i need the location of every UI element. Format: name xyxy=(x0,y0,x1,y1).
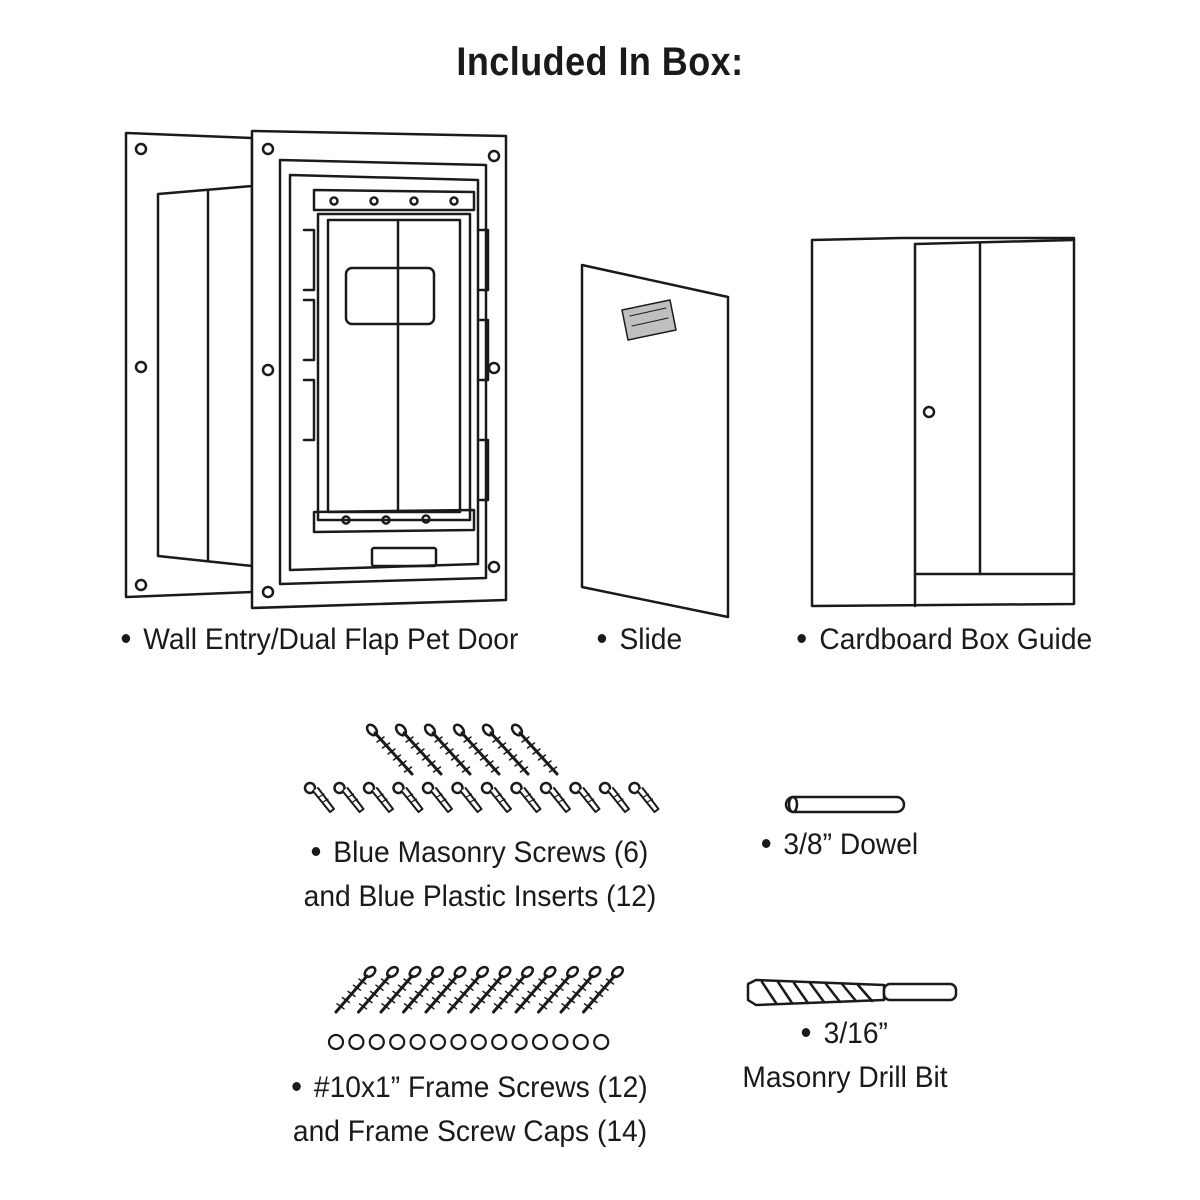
frame-screw xyxy=(447,965,490,1014)
pet-door-illustration xyxy=(124,129,508,610)
plastic-insert xyxy=(598,781,630,813)
plastic-insert xyxy=(628,781,660,813)
frame-screw-cap xyxy=(531,1033,549,1051)
frame-screw-cap xyxy=(368,1033,385,1051)
frame-screw-cap xyxy=(327,1033,345,1051)
plastic-insert xyxy=(392,781,424,813)
slide-illustration xyxy=(580,263,730,619)
dowel-illustration xyxy=(784,795,906,814)
frame-screw-cap xyxy=(348,1033,365,1051)
frame-screw-cap xyxy=(593,1033,610,1051)
frame-screw-cap xyxy=(572,1033,589,1051)
plastic-insert xyxy=(451,781,483,813)
plastic-insert xyxy=(362,781,394,813)
bullet-icon xyxy=(292,1081,301,1091)
frame-screw-cap xyxy=(552,1033,569,1051)
bullet-icon xyxy=(121,633,131,643)
frame-screw xyxy=(514,965,557,1014)
label-box-guide: Cardboard Box Guide xyxy=(781,618,1110,662)
masonry-screw xyxy=(452,723,501,776)
frame-screws-illustration xyxy=(334,965,625,1014)
drill-bit-illustration xyxy=(746,978,958,1007)
box-guide-illustration xyxy=(810,236,1076,608)
label-frame-screws: #10x1” Frame Screws (12) and Frame Screw… xyxy=(292,1071,648,1148)
bullet-icon xyxy=(597,633,607,643)
bullet-icon xyxy=(761,838,771,848)
label-slide: Slide xyxy=(574,618,706,662)
plastic-insert xyxy=(333,781,365,813)
plastic-insert xyxy=(510,781,542,813)
frame-screw-cap xyxy=(470,1033,487,1051)
frame-screw-cap xyxy=(450,1033,467,1051)
frame-screw xyxy=(424,965,467,1014)
plastic-insert xyxy=(569,781,601,813)
masonry-screw xyxy=(365,723,414,776)
frame-screw-cap xyxy=(409,1033,426,1051)
bullet-icon xyxy=(802,1027,811,1037)
bullet-icon xyxy=(311,846,321,856)
frame-screw-cap xyxy=(429,1033,447,1051)
label-dowel: 3/8” Dowel xyxy=(732,823,948,867)
page-title: Included In Box: xyxy=(456,40,744,84)
plastic-insert xyxy=(421,781,453,813)
masonry-screw xyxy=(481,723,530,776)
plastic-insert xyxy=(480,781,512,813)
frame-screw-cap xyxy=(491,1033,508,1051)
frame-screw xyxy=(469,965,512,1014)
masonry-screw xyxy=(510,723,559,776)
frame-screw xyxy=(357,965,400,1014)
masonry-screw xyxy=(423,723,472,776)
plastic-inserts-illustration xyxy=(303,781,660,813)
frame-screw xyxy=(582,965,625,1014)
plastic-insert xyxy=(539,781,571,813)
frame-screw-caps-illustration xyxy=(327,1033,610,1051)
label-masonry-screws: Blue Masonry Screws (6) and Blue Plastic… xyxy=(303,836,657,913)
bullet-icon xyxy=(797,633,807,643)
frame-screw xyxy=(379,965,422,1014)
frame-screw-cap xyxy=(389,1033,406,1051)
label-pet-door: Wall Entry/Dual Flap Pet Door xyxy=(104,618,536,662)
frame-screw xyxy=(334,965,377,1014)
masonry-screws-illustration xyxy=(365,723,559,776)
frame-screw xyxy=(492,965,535,1014)
masonry-screw xyxy=(394,723,443,776)
label-drill-bit: 3/16” Masonry Drill Bit xyxy=(742,1017,948,1094)
frame-screw-cap xyxy=(511,1033,528,1051)
frame-screw xyxy=(559,965,602,1014)
plastic-insert xyxy=(303,781,335,813)
frame-screw xyxy=(537,965,580,1014)
frame-screw xyxy=(402,965,445,1014)
